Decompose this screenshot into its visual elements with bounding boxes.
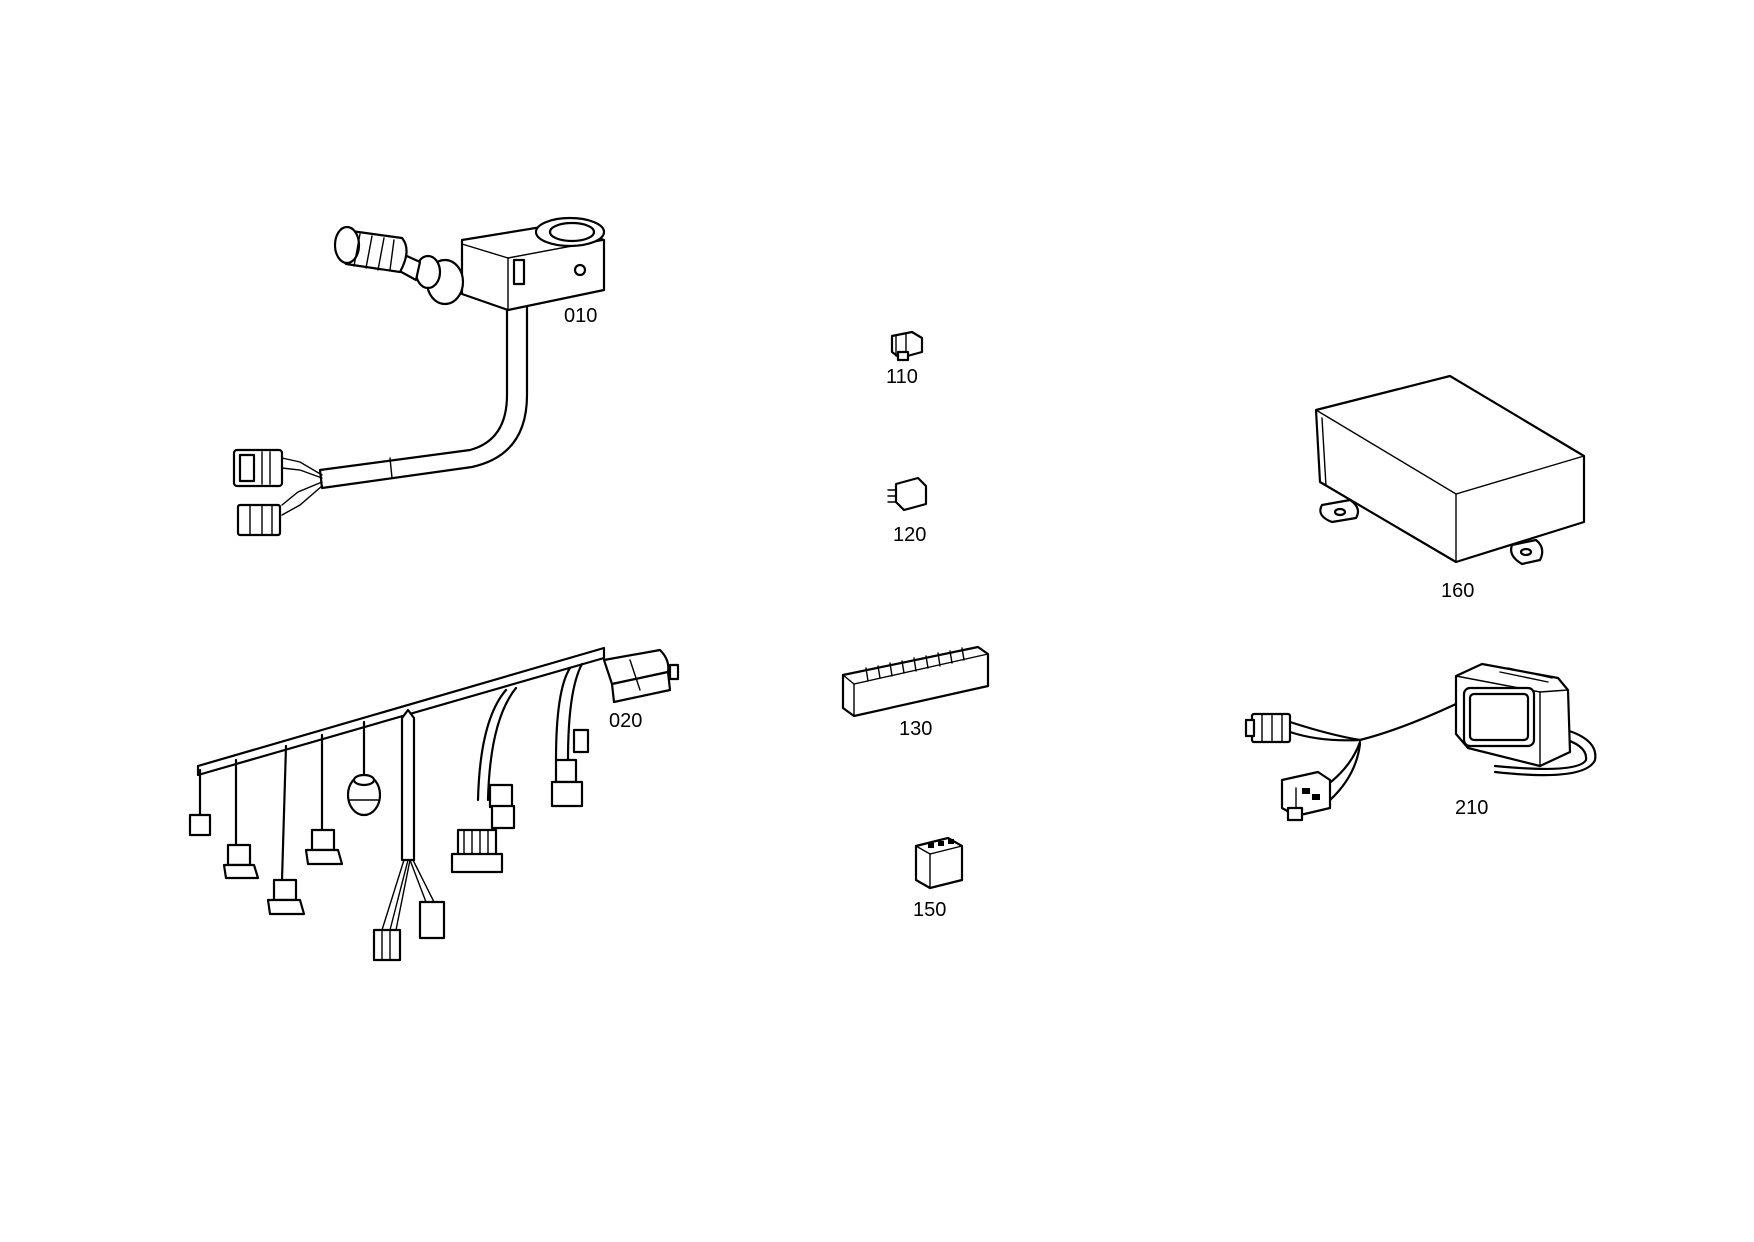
part-label-160: 160	[1441, 580, 1474, 602]
part-label-120: 120	[893, 524, 926, 546]
part-label-210: 210	[1455, 797, 1488, 819]
part-label-150: 150	[913, 899, 946, 921]
part-120-connector[interactable]: 120	[887, 476, 928, 546]
part-150-connector-housing[interactable]: 150	[913, 836, 964, 921]
part-010-joystick-switch[interactable]: 010	[232, 216, 606, 537]
part-110-connector[interactable]: 110	[886, 330, 924, 388]
part-label-130: 130	[899, 718, 932, 740]
part-210-work-lamp[interactable]: 210	[1244, 662, 1597, 822]
part-130-connector-strip[interactable]: 130	[841, 645, 990, 740]
part-160-control-box[interactable]: 160	[1314, 374, 1586, 602]
part-label-020: 020	[609, 710, 642, 732]
part-020-wiring-harness[interactable]: 020	[188, 646, 680, 962]
part-label-110: 110	[886, 366, 918, 388]
part-label-010: 010	[564, 305, 597, 327]
